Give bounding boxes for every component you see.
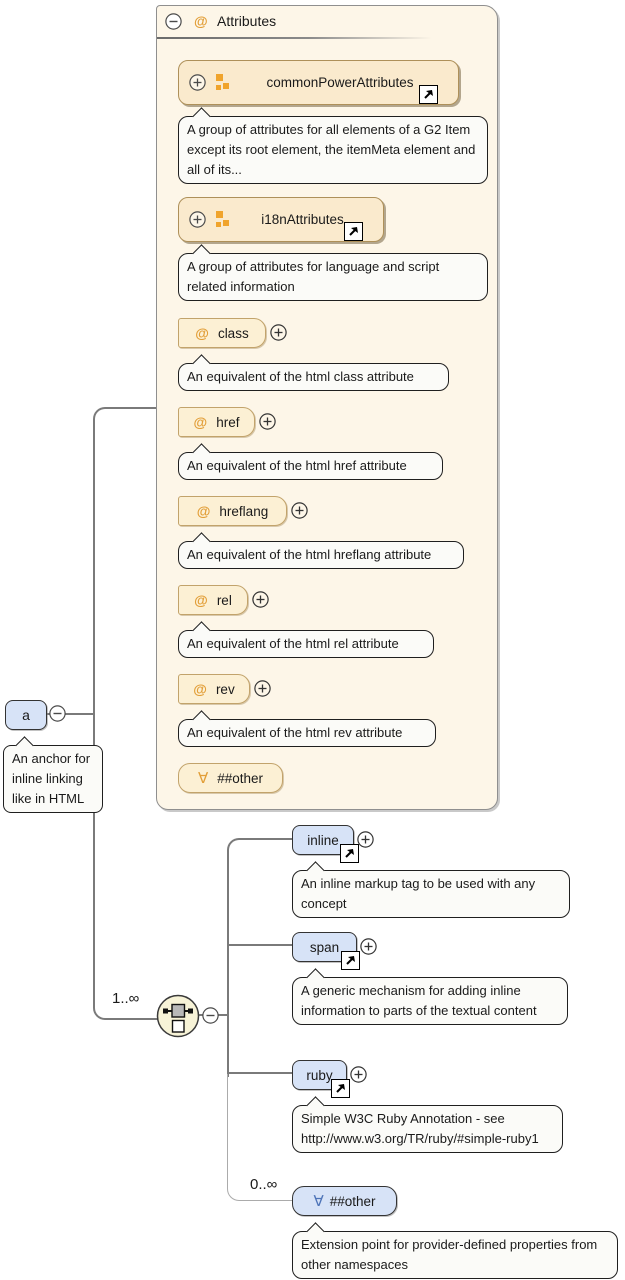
at-icon: @ (193, 681, 207, 697)
connector-choice-to-wildcard (227, 1074, 293, 1201)
attribute-name: rev (215, 681, 235, 697)
tooltip-inline: An inline markup tag to be used with any… (292, 861, 570, 918)
tooltip-class: An equivalent of the html class attribut… (178, 354, 449, 391)
at-icon: @ (195, 325, 209, 341)
attributes-collapse-button[interactable] (165, 13, 182, 30)
attribute-group-icon (215, 210, 231, 229)
tooltip-element-a: An anchor for inline linking like in HTM… (3, 736, 103, 813)
connector-branch-ruby (227, 1072, 292, 1074)
element-name: ruby (306, 1067, 333, 1083)
reference-arrow-icon[interactable] (344, 222, 363, 241)
expand-icon[interactable] (189, 74, 206, 91)
attribute-wildcard-other[interactable]: ∀ ##other (178, 763, 283, 793)
attribute-rev[interactable]: @ rev (178, 674, 250, 704)
element-inline[interactable]: inline (292, 825, 354, 855)
element-name: span (309, 939, 340, 955)
wildcard-label: ##other (329, 1193, 376, 1209)
reference-arrow-icon[interactable] (419, 85, 438, 104)
cardinality-label: 1..∞ (112, 990, 140, 1007)
at-icon: @ (196, 503, 211, 519)
tooltip-rel: An equivalent of the html rel attribute (178, 621, 434, 658)
attribute-class[interactable]: @ class (178, 318, 266, 348)
attribute-rel[interactable]: @ rel (178, 585, 248, 615)
connector-branch-span (227, 944, 292, 946)
element-name: a (22, 707, 30, 723)
collapse-icon[interactable] (202, 1007, 219, 1024)
expand-icon[interactable] (291, 502, 308, 519)
expand-icon[interactable] (270, 324, 287, 341)
tooltip-rev: An equivalent of the html rev attribute (178, 710, 436, 747)
attribute-group-icon (215, 73, 231, 92)
element-name: inline (307, 832, 339, 848)
forall-icon: ∀ (313, 1193, 324, 1210)
attribute-name: hreflang (219, 503, 269, 519)
tooltip-hreflang: An equivalent of the html hreflang attri… (178, 532, 464, 569)
forall-icon: ∀ (197, 770, 209, 787)
connector-a-horizontal (45, 713, 95, 715)
tooltip-i18nAttributes: A group of attributes for language and s… (178, 244, 488, 301)
expand-icon[interactable] (189, 211, 206, 228)
tooltip-href: An equivalent of the html href attribute (178, 443, 443, 480)
tooltip-span: A generic mechanism for adding inline in… (292, 968, 568, 1025)
attribute-group-commonPowerAttributes[interactable]: commonPowerAttributes (178, 60, 459, 105)
attributes-at-icon: @ (194, 13, 208, 29)
collapse-icon[interactable] (49, 705, 66, 722)
at-icon: @ (194, 592, 208, 608)
wildcard-label: ##other (217, 770, 264, 786)
attribute-name: class (217, 325, 249, 341)
at-icon: @ (193, 414, 208, 430)
expand-icon[interactable] (360, 938, 377, 955)
attribute-name: rel (216, 592, 232, 608)
element-a[interactable]: a (5, 700, 47, 730)
expand-icon[interactable] (357, 831, 374, 848)
reference-arrow-icon[interactable] (331, 1079, 350, 1098)
attributes-panel-title: Attributes (217, 13, 277, 29)
attribute-href[interactable]: @ href (178, 407, 255, 437)
attribute-name: href (216, 414, 240, 430)
choice-compositor-icon[interactable] (156, 994, 200, 1043)
expand-icon[interactable] (254, 680, 271, 697)
tooltip-commonPowerAttributes: A group of attributes for all elements o… (178, 107, 488, 184)
expand-icon[interactable] (252, 591, 269, 608)
expand-icon[interactable] (350, 1066, 367, 1083)
attribute-group-name: i18nAttributes (261, 212, 344, 227)
connector-choice-to-inline (227, 838, 294, 1077)
tooltip-wildcard-other: Extension point for provider-defined pro… (292, 1222, 618, 1279)
element-wildcard-other[interactable]: ∀ ##other (292, 1186, 397, 1216)
expand-icon[interactable] (259, 413, 276, 430)
attribute-group-name: commonPowerAttributes (266, 75, 414, 90)
connector-a-to-attributes-and-sequence (93, 407, 158, 1020)
reference-arrow-icon[interactable] (341, 951, 360, 970)
attribute-hreflang[interactable]: @ hreflang (178, 496, 287, 526)
attributes-header-divider (157, 37, 432, 39)
tooltip-ruby: Simple W3C Ruby Annotation - see http://… (292, 1096, 563, 1153)
cardinality-label: 0..∞ (250, 1176, 278, 1193)
reference-arrow-icon[interactable] (340, 844, 359, 863)
attribute-group-i18nAttributes[interactable]: i18nAttributes (178, 197, 384, 242)
